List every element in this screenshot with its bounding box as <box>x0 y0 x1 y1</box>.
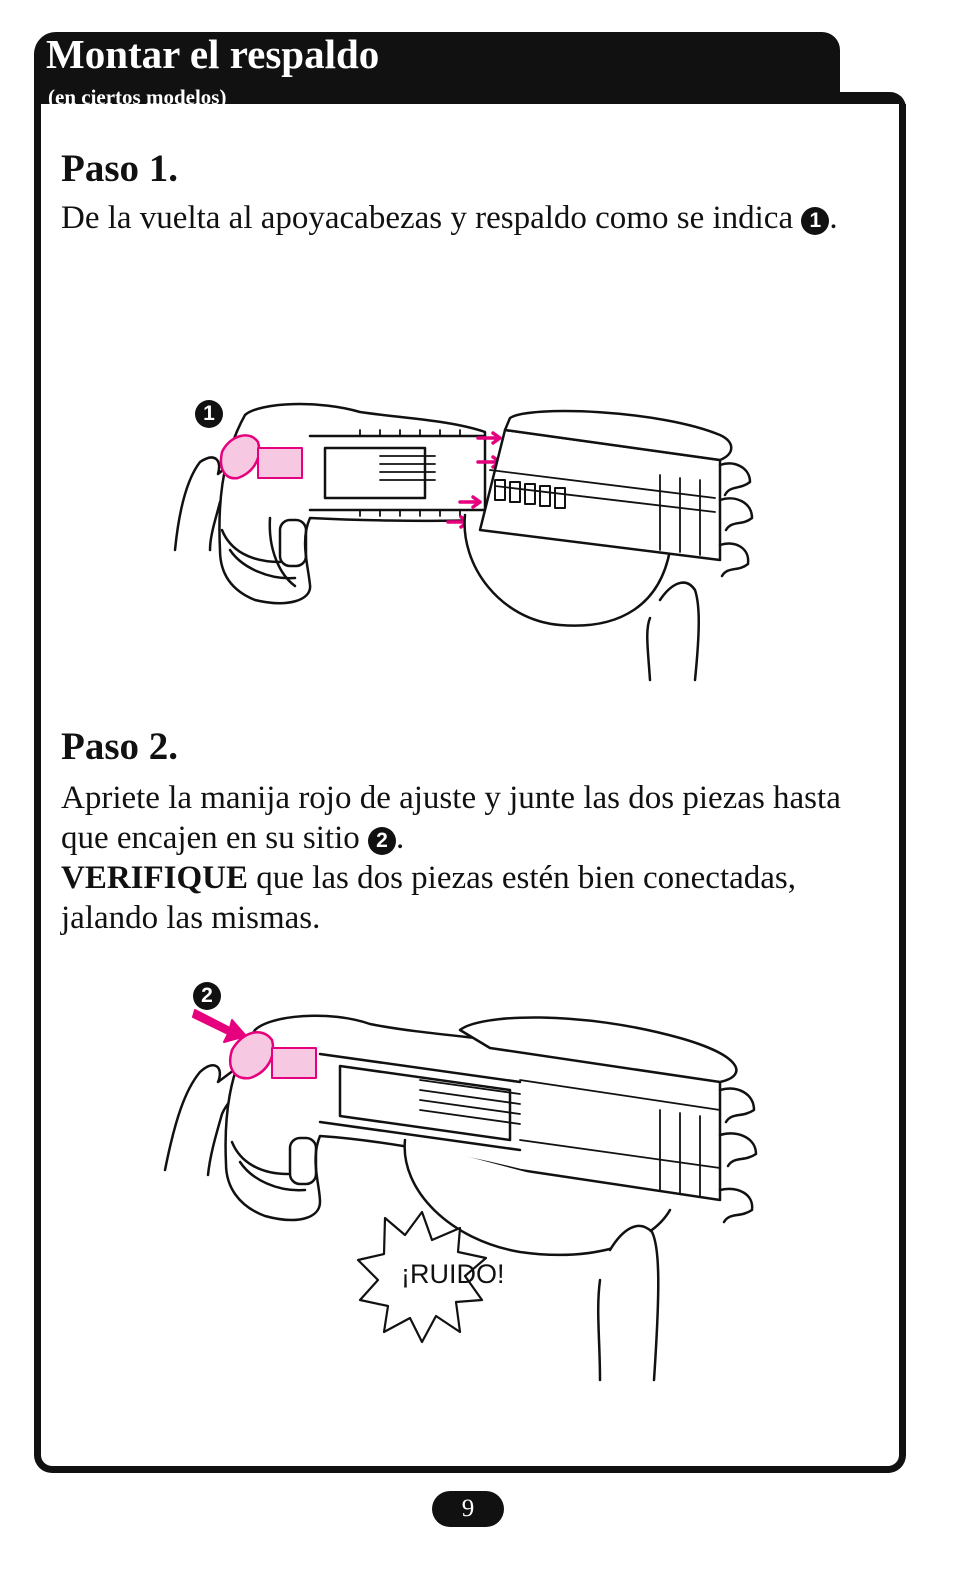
push-arrow <box>192 1009 247 1043</box>
verify-emphasis: VERIFIQUE <box>61 860 249 896</box>
step-1-text: De la vuelta al apoyacabezas y respaldo … <box>61 198 881 238</box>
right-hand <box>596 1224 660 1382</box>
verify-text: que las dos piezas estén bien conectadas… <box>61 860 796 936</box>
step-1-instruction: De la vuelta al apoyacabezas y respaldo … <box>61 200 794 236</box>
step-1-marker: 1 <box>801 207 830 235</box>
illustration-2-joined-parts <box>163 1009 758 1382</box>
step-1-period: . <box>829 200 838 236</box>
illustration-1-separated-parts <box>173 402 754 682</box>
adjust-handle <box>219 434 261 480</box>
step-2-period: . <box>396 820 405 856</box>
right-hand <box>646 581 700 682</box>
sound-label: ¡RUIDO! <box>401 1259 505 1289</box>
step-2-marker: 2 <box>368 827 396 855</box>
step-2-text: Apriete la manija rojo de ajuste y junte… <box>61 778 881 938</box>
step-2-instruction: Apriete la manija rojo de ajuste y junte… <box>61 780 841 856</box>
illustration-2-marker: 2 <box>193 982 221 1010</box>
sound-burst <box>356 1210 488 1344</box>
illustration-1-marker: 1 <box>195 400 223 428</box>
adjust-handle <box>229 1031 275 1080</box>
section-title: Montar el respaldo <box>46 31 380 77</box>
step-1-heading: Paso 1. <box>61 147 178 190</box>
step-2-heading: Paso 2. <box>61 725 178 768</box>
content-frame <box>34 104 906 1473</box>
page-number: 9 <box>432 1491 504 1527</box>
